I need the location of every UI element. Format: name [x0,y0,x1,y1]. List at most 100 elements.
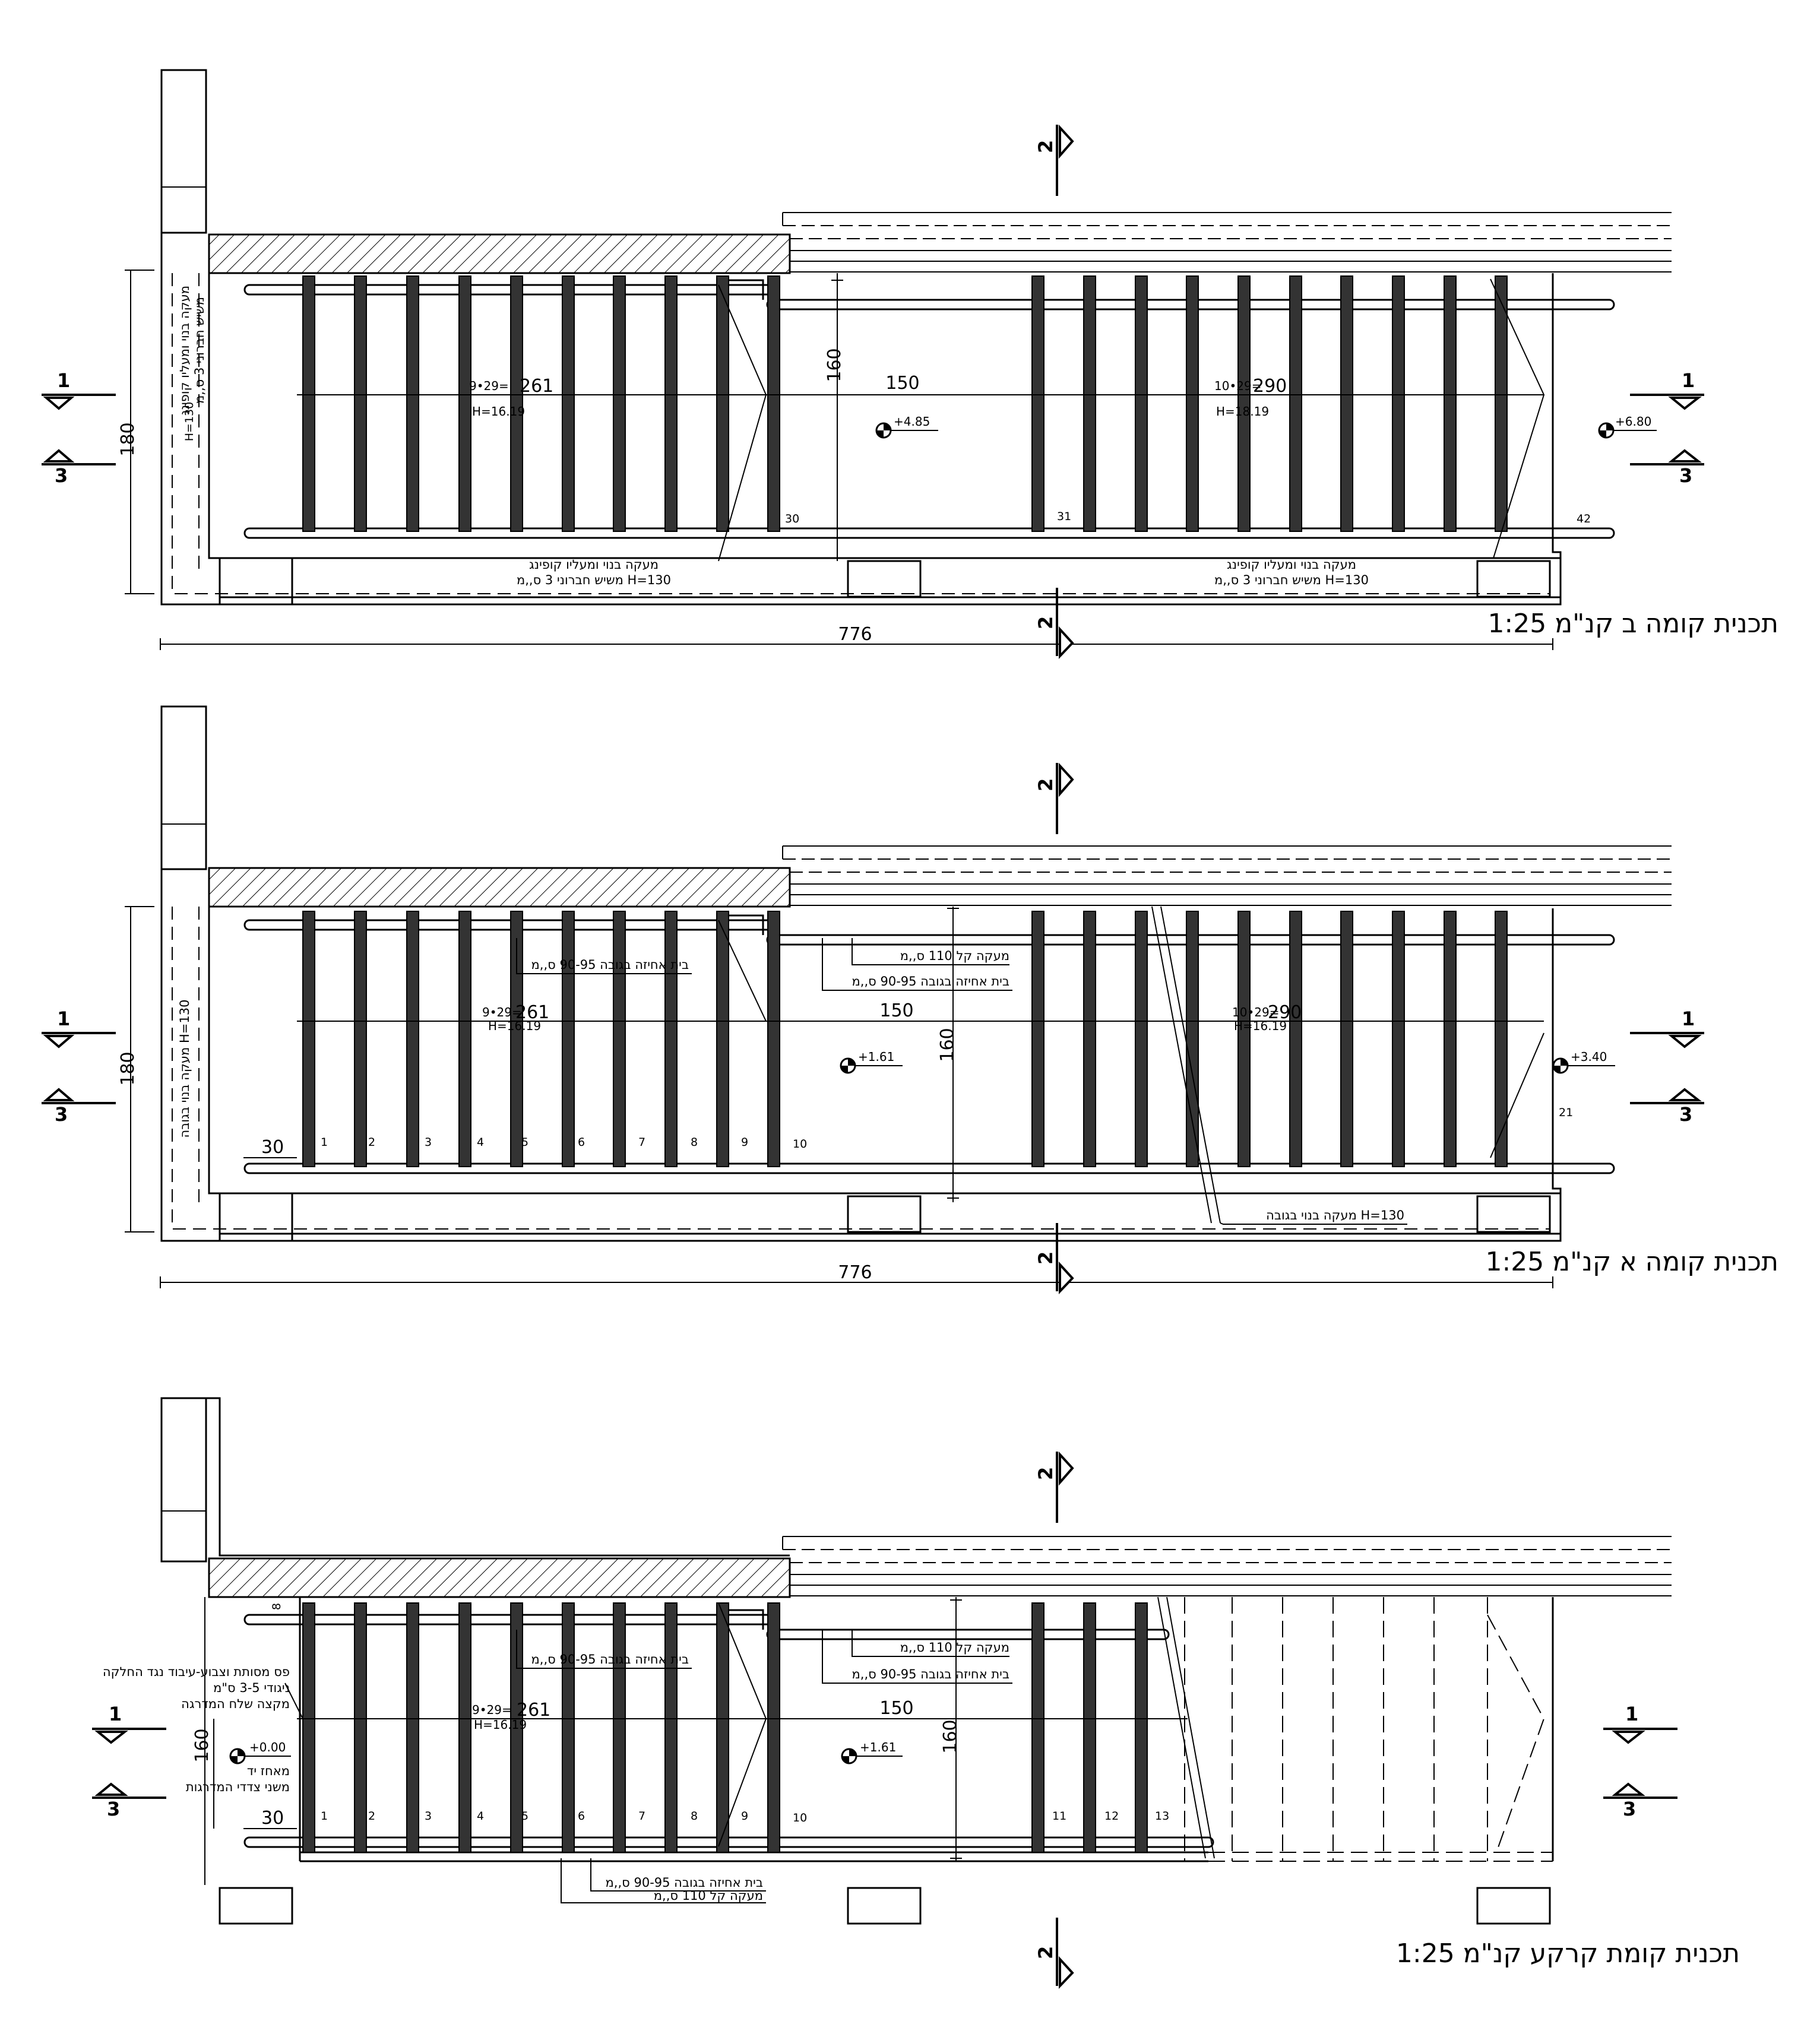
svg-text:משני צדדי המדרגות: משני צדדי המדרגות [186,1780,290,1794]
level-label: +3.40 [1571,1050,1607,1064]
dim-small-label: 8 [270,1603,283,1610]
svg-text:5: 5 [521,1136,528,1149]
hatched-slab [208,233,791,274]
treads-flight-1 [302,1602,780,1853]
svg-text:9: 9 [741,1136,748,1149]
plan-floor-b: 2 2 1 3 1 3 18 [42,69,1778,659]
treads-flight-2 [1031,1602,1148,1853]
section-mark-2-top [1056,762,1074,834]
flight1-formula: 9•29= [482,1005,522,1019]
section-label-1: 1 [57,369,70,392]
upper-slab-lines [782,1536,1672,1596]
section-label-3: 3 [55,1103,68,1126]
dashed-flight-above [1184,1597,1553,1862]
svg-text:4: 4 [477,1136,484,1149]
railing-dashed [172,907,1550,1230]
upper-slab-lines [782,845,1672,906]
section-label-1: 1 [1625,1703,1638,1725]
hatched-slab [208,1557,791,1598]
section-label-1: 1 [1682,1008,1695,1030]
walking-lines [213,1596,1215,1861]
note-grip: בית אחיזה בגובה 90-95 ס,,מ [531,958,689,972]
stair-outline [204,1597,1554,1925]
section-mark-1-left [92,1728,166,1799]
dim-landing-label: 150 [879,1698,913,1719]
flight2-height: H=16.19 [1234,1019,1287,1033]
flight1-formula: 9•29= [472,1703,512,1717]
svg-text:ניגודי 3-5 ס"מ: ניגודי 3-5 ס"מ [213,1681,290,1695]
svg-text:9: 9 [741,1810,748,1823]
section-mark-1-left [42,394,116,465]
svg-text:1: 1 [321,1810,328,1823]
svg-text:משיש חברוני 3 ס,,מ H=130: משיש חברוני 3 ס,,מ H=130 [517,573,671,587]
upper-slab-lines [782,212,1672,273]
level-label: +1.61 [860,1740,896,1754]
note-bottom-railing: מעקה בנוי בגובה H=130 [1266,1208,1404,1222]
note-grip: בית אחיזה בגובה 90-95 ס,,מ [531,1652,689,1667]
dim-landing-label: 150 [879,1000,913,1021]
section-label-2: 2 [1034,140,1057,153]
svg-text:1: 1 [321,1136,328,1149]
dim-edge-label: 30 [261,1137,284,1158]
wall-column [160,705,207,870]
svg-text:משיש חברוני 3 ס,,מ: משיש חברוני 3 ס,,מ [192,297,207,404]
level-label: +0.00 [249,1740,286,1754]
wall-column [160,69,207,234]
svg-text:2: 2 [368,1810,375,1823]
dim-overall-label: 776 [838,1262,872,1283]
flight2-formula: 10•29= [1232,1005,1279,1019]
step-numbers: 1 2 3 4 5 6 7 8 9 10 21 [321,1106,1573,1151]
stair-outline [160,233,1562,606]
level-label: +1.61 [858,1050,894,1064]
note-light-rail: מעקה קל 110 ס,,מ [900,949,1009,963]
flight1-formula: 9•29= [469,379,509,393]
section-label-2: 2 [1034,1252,1057,1265]
svg-text:12: 12 [1104,1810,1119,1823]
dim-depth-label: 160 [192,1728,213,1762]
dim-overall [160,1276,1553,1288]
walking-lines [297,273,1545,562]
dim-edge-label: 30 [261,1808,284,1829]
svg-text:מקצה שלח המדרגה: מקצה שלח המדרגה [181,1697,290,1711]
dim-depth [125,270,154,594]
note-bottom-grip: בית אחיזה בגובה 90-95 ס,,מ [606,1875,763,1890]
section-label-2: 2 [1034,616,1057,629]
note-bottom-light: מעקה קל 110 ס,,מ [654,1889,763,1903]
dim-landing-depth-label: 160 [940,1719,961,1753]
step-number: 30 [785,512,799,525]
section-mark-2-bottom [1056,588,1074,659]
dim-depth-label: 180 [118,1051,138,1085]
note-grip2: בית אחיזה בגובה 90-95 ס,,מ [852,974,1009,989]
dim-overall-label: 776 [838,624,872,645]
svg-text:4: 4 [477,1810,484,1823]
svg-text:10: 10 [793,1138,807,1151]
plan-title: תכנית קומת קרקע קנ"מ 1:25 [1396,1938,1740,1969]
note-bottom-railing: מעקה בנוי ומעליו קופינג משיש חברוני 3 ס,… [517,557,1369,587]
step-numbers: 1 2 3 4 5 6 7 8 9 10 11 12 13 [321,1810,1169,1824]
section-mark-2-top [1056,1451,1074,1523]
note-left-railing: מעקה בנוי בגובה H=130 [178,1000,192,1138]
note-handrail: מאחז יד משני צדדי המדרגות [186,1764,290,1794]
section-label-3: 3 [1679,464,1692,487]
section-mark-2-bottom [1056,1223,1074,1294]
svg-text:6: 6 [578,1136,585,1149]
section-label-3: 3 [1623,1798,1636,1820]
section-label-3: 3 [1679,1103,1692,1126]
svg-text:מעקה בנוי ומעליו קופינג: מעקה בנוי ומעליו קופינג [529,557,659,572]
flight1-length: 261 [517,1700,550,1721]
handrails [243,279,1615,539]
section-mark-1-right [1630,394,1704,465]
flight2-height: H=18.19 [1216,404,1269,419]
dim-landing-label: 150 [885,373,919,394]
note-left-railing: מעקה בנוי ומעליו קופינג משיש חברוני 3 ס,… [178,286,207,441]
section-label-3: 3 [107,1798,120,1820]
svg-text:10: 10 [793,1811,807,1824]
section-label-1: 1 [109,1703,122,1725]
note-leaders [516,938,1407,1225]
plan-floor-a: 2 2 1 3 1 3 180 776 [42,705,1778,1294]
svg-text:5: 5 [521,1810,528,1823]
walking-lines [297,906,1544,1224]
section-label-2: 2 [1034,778,1057,791]
svg-text:3: 3 [425,1810,432,1823]
